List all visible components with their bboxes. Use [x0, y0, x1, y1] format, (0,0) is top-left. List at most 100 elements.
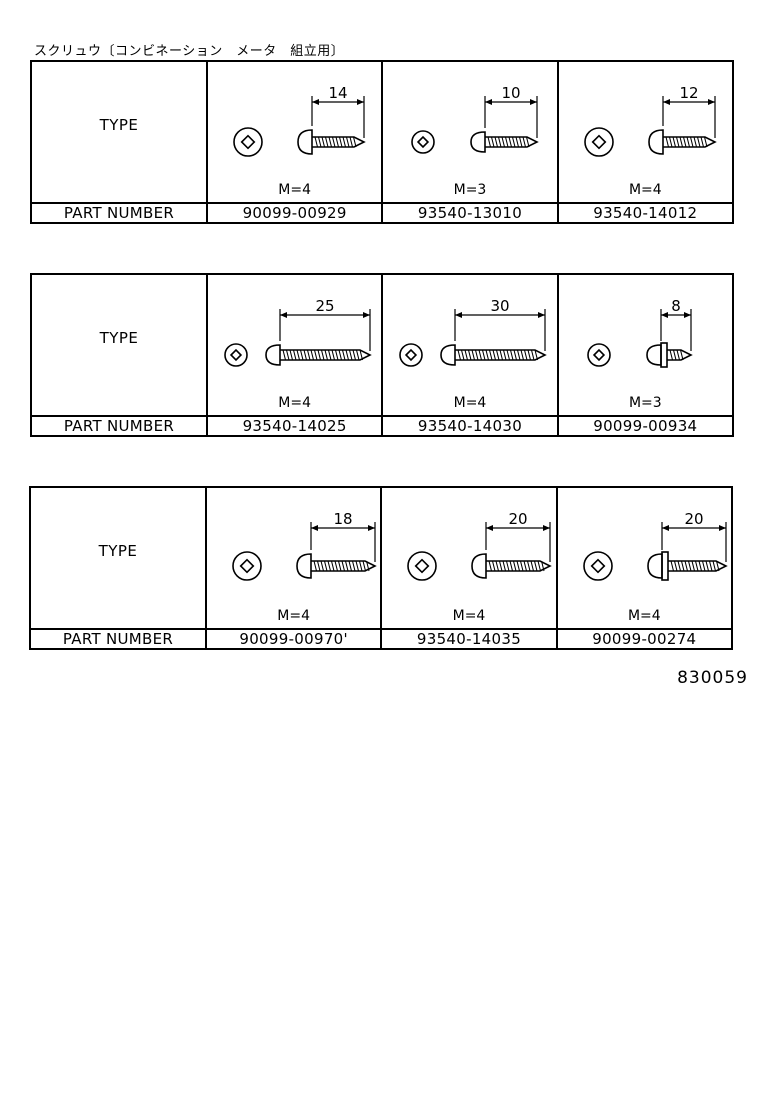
- thread-line: [348, 560, 352, 572]
- thread-line: [715, 560, 720, 572]
- screw-cell: 25 M=4: [205, 273, 384, 417]
- thread-line: [700, 136, 704, 148]
- thread-line: [362, 560, 366, 572]
- thread-line: [537, 560, 542, 572]
- thread-line: [517, 349, 521, 361]
- screw-head-top-view: [233, 127, 263, 157]
- thread-line: [352, 560, 356, 572]
- thread-size-label: M=4: [627, 608, 661, 624]
- thread-line: [339, 136, 343, 148]
- thread-line: [515, 136, 520, 148]
- cross-recess-icon: [590, 558, 606, 574]
- screw-head-top-view: [583, 127, 614, 157]
- arrow-left-icon: [661, 525, 669, 531]
- screw-head-side: [647, 129, 664, 155]
- thread-line: [487, 136, 492, 148]
- thread-line: [338, 349, 342, 361]
- screw-drawing: 25: [224, 297, 372, 367]
- screw-shank: [455, 349, 548, 361]
- thread-line: [530, 560, 535, 572]
- thread-size-label: M=4: [453, 395, 487, 411]
- part-number: 93540-14012: [556, 202, 735, 224]
- thread-line: [527, 349, 532, 361]
- screw-drawing: 12: [583, 84, 717, 157]
- screw-head-top-view: [582, 551, 613, 581]
- part-number: 90099-00929: [205, 202, 384, 224]
- length-dimension-label: 30: [491, 297, 510, 315]
- thread-line: [318, 136, 322, 148]
- thread-line: [522, 136, 527, 148]
- thread-line: [496, 349, 500, 361]
- screw-drawing: 20: [407, 510, 553, 581]
- thread-line: [679, 136, 683, 148]
- thread-line: [321, 136, 325, 148]
- screw-table-2: TYPE 25 M=4 30 M=4 8 M=3 PART NUMBER 935…: [30, 273, 735, 437]
- thread-size-label: M=3: [628, 395, 662, 411]
- thread-line: [495, 560, 500, 572]
- arrow-right-icon: [683, 312, 691, 318]
- thread-line: [293, 349, 297, 361]
- thread-line: [482, 349, 486, 361]
- thread-line: [703, 136, 708, 148]
- type-label: TYPE: [30, 60, 208, 204]
- thread-line: [701, 560, 706, 572]
- type-label: TYPE: [30, 273, 208, 417]
- thread-line: [684, 560, 688, 572]
- length-dimension-label: 25: [315, 297, 334, 315]
- thread-line: [669, 349, 673, 361]
- thread-line: [494, 136, 499, 148]
- thread-line: [327, 560, 331, 572]
- thread-line: [457, 349, 462, 361]
- screw-drawing: 8: [586, 297, 693, 368]
- screw-head-side: [471, 553, 488, 579]
- page-title: スクリュウ〔コンビネーション メータ 組立用〕: [34, 44, 345, 59]
- thread-line: [313, 560, 317, 572]
- length-dimension-label: 20: [509, 510, 528, 528]
- screw-cell: 20 M=4: [380, 486, 558, 630]
- arrow-right-icon: [363, 312, 370, 318]
- arrow-right-icon: [357, 99, 364, 105]
- length-dimension-label: 10: [502, 84, 521, 102]
- arrow-left-icon: [455, 312, 463, 318]
- cross-recess-icon: [417, 135, 430, 149]
- thread-line: [708, 560, 713, 572]
- thread-line: [307, 349, 311, 361]
- thread-line: [531, 349, 535, 361]
- screw-cell: 8 M=3: [556, 273, 735, 417]
- screw-head-side: [440, 344, 457, 366]
- screw-drawing: 20: [582, 510, 728, 581]
- screw-head-side: [297, 129, 313, 155]
- thread-line: [534, 349, 539, 361]
- screw-table-3: TYPE 18 M=4 20 M=4 20 M=4 PART NUMBER 90…: [29, 486, 734, 650]
- length-dimension-label: 12: [679, 84, 698, 102]
- screw-head-top-view: [586, 343, 611, 367]
- thread-line: [712, 560, 716, 572]
- thread-line: [321, 349, 325, 361]
- screw-shank: [486, 560, 553, 572]
- thread-line: [317, 560, 321, 572]
- screw-table-1: TYPE 14 M=4 10 M=3 12 M=4 PART NUMBER 90…: [30, 60, 735, 224]
- cross-recess-icon: [229, 348, 243, 362]
- screw-head-side: [646, 553, 663, 579]
- thread-line: [502, 560, 507, 572]
- screw-head-top-view: [399, 343, 424, 367]
- thread-line: [345, 349, 349, 361]
- thread-line: [527, 560, 531, 572]
- arrow-right-icon: [530, 99, 538, 105]
- thread-line: [698, 560, 702, 572]
- thread-line: [324, 560, 328, 572]
- thread-line: [506, 349, 511, 361]
- screw-head-top-view: [411, 130, 436, 154]
- thread-line: [501, 136, 506, 148]
- thread-line: [534, 560, 538, 572]
- screw-drawing: 30: [399, 297, 548, 367]
- length-dimension-label: 8: [671, 297, 681, 315]
- arrow-right-icon: [538, 312, 546, 318]
- thread-size-label: M=4: [452, 608, 486, 624]
- thread-line: [331, 560, 335, 572]
- thread-line: [468, 349, 472, 361]
- cross-recess-icon: [240, 134, 256, 150]
- thread-line: [314, 136, 318, 148]
- thread-line: [513, 349, 518, 361]
- part-number: 93540-13010: [381, 202, 559, 224]
